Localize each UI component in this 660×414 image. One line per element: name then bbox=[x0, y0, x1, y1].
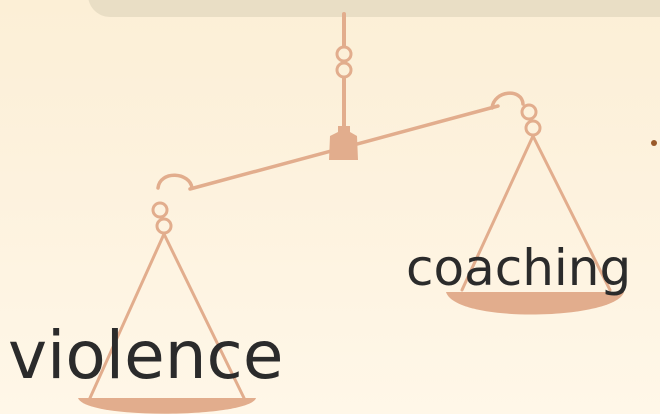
right-pan-string-left bbox=[460, 134, 535, 292]
top-chain-link-2 bbox=[335, 61, 353, 79]
left-pan-string-left bbox=[88, 232, 166, 400]
left-hook bbox=[156, 173, 194, 190]
left-pan-string-right bbox=[162, 232, 246, 400]
right-hook bbox=[490, 91, 525, 110]
left-chain-link-2 bbox=[155, 217, 173, 235]
right-pan-label: coaching bbox=[406, 239, 632, 297]
pivot-block bbox=[329, 126, 358, 160]
right-chain-link-1 bbox=[520, 103, 538, 121]
top-chain-link-1 bbox=[335, 45, 353, 63]
edge-dot bbox=[651, 140, 657, 146]
right-pan-string-right bbox=[531, 134, 612, 292]
top-banner bbox=[88, 0, 660, 17]
right-pan bbox=[446, 292, 624, 315]
left-pan bbox=[78, 398, 256, 414]
left-pan-label: violence bbox=[8, 317, 284, 394]
left-chain-link-1 bbox=[151, 201, 169, 219]
right-chain-link-2 bbox=[524, 119, 542, 137]
